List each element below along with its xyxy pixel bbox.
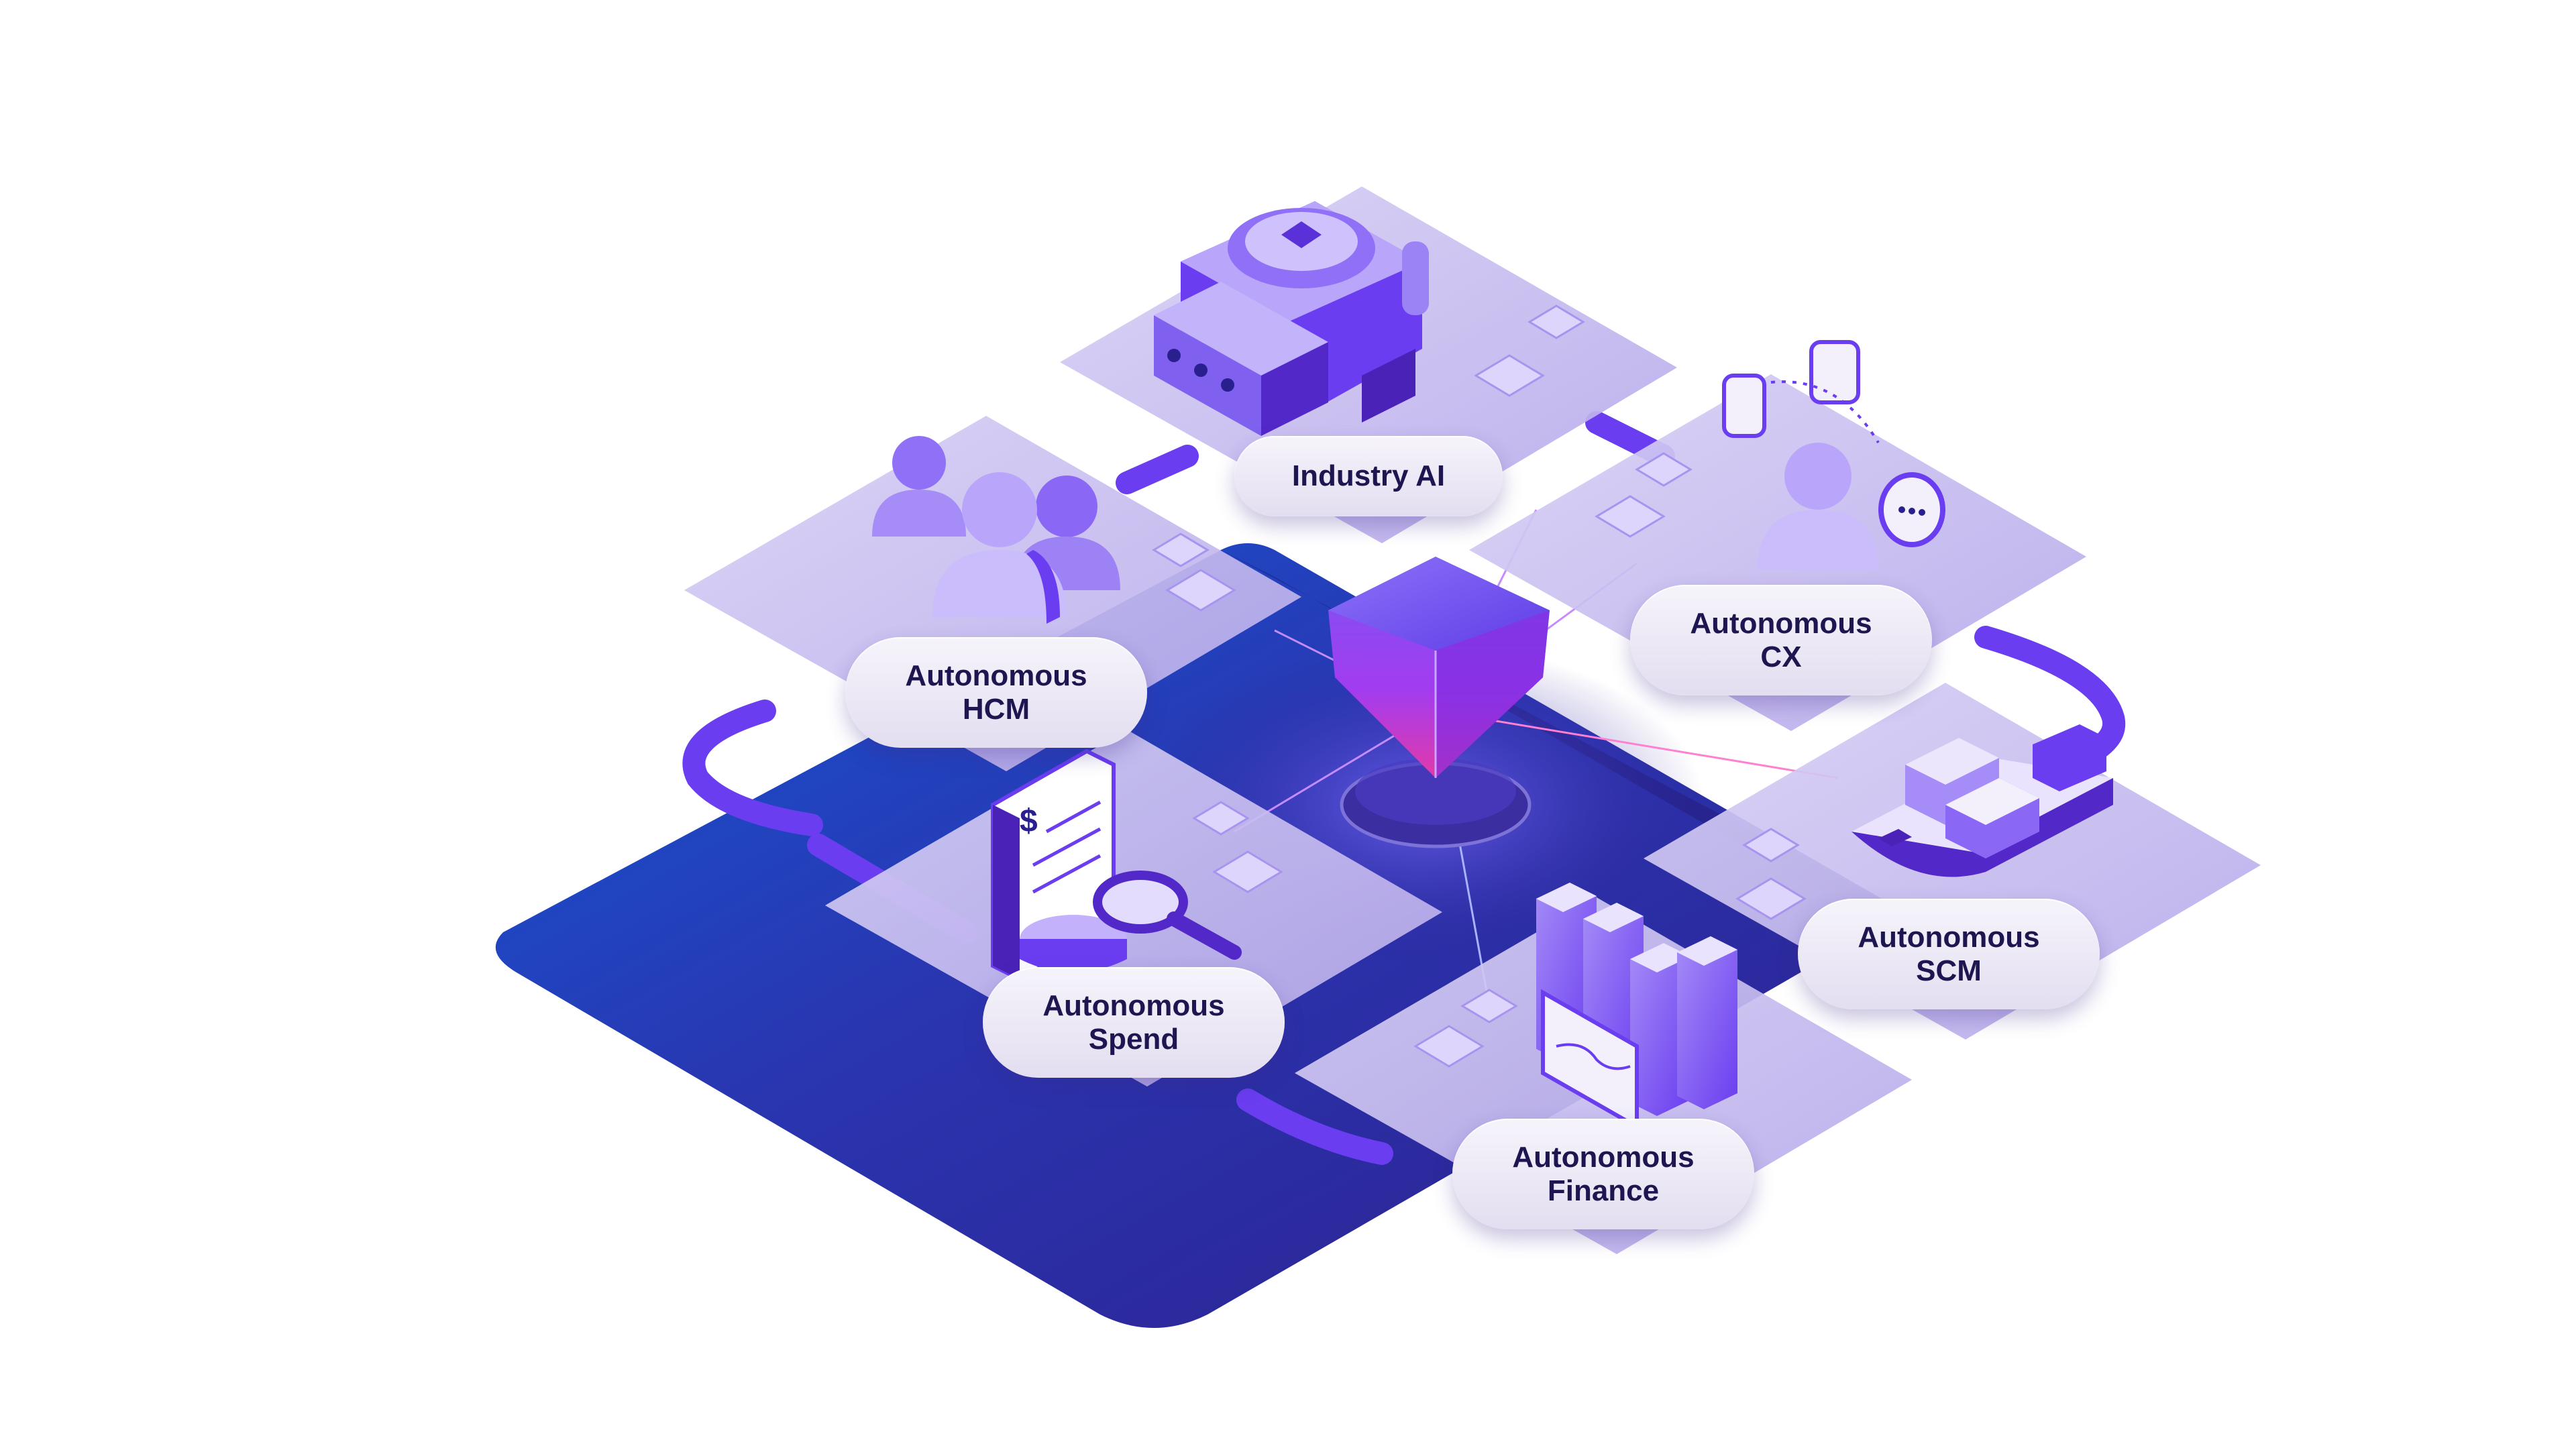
module-label-text: Autonomous Finance — [1512, 1140, 1695, 1207]
module-label-text: Autonomous CX — [1690, 606, 1872, 673]
people-group-icon — [872, 436, 1120, 624]
gem-core-icon — [1328, 557, 1550, 848]
module-label-text: Autonomous SCM — [1858, 920, 2040, 987]
factory-truck-icon — [1154, 201, 1429, 436]
module-label-hcm[interactable]: Autonomous HCM — [845, 637, 1147, 748]
customer-chat-icon — [1722, 340, 1945, 570]
module-label-text: Industry AI — [1291, 459, 1446, 492]
svg-text:$: $ — [1020, 803, 1038, 839]
module-label-cx[interactable]: Autonomous CX — [1630, 585, 1932, 695]
module-label-scm[interactable]: Autonomous SCM — [1798, 899, 2100, 1009]
module-label-spend[interactable]: Autonomous Spend — [983, 967, 1285, 1078]
module-label-industry-ai[interactable]: Industry AI — [1234, 436, 1503, 516]
module-label-text: Autonomous HCM — [905, 659, 1087, 726]
module-label-finance[interactable]: Autonomous Finance — [1452, 1119, 1754, 1229]
floating-chips — [1152, 304, 1807, 1068]
invoice-magnifier-icon: $ — [991, 748, 1242, 982]
module-label-text: Autonomous Spend — [1042, 989, 1225, 1056]
cargo-ship-icon — [1851, 724, 2113, 877]
